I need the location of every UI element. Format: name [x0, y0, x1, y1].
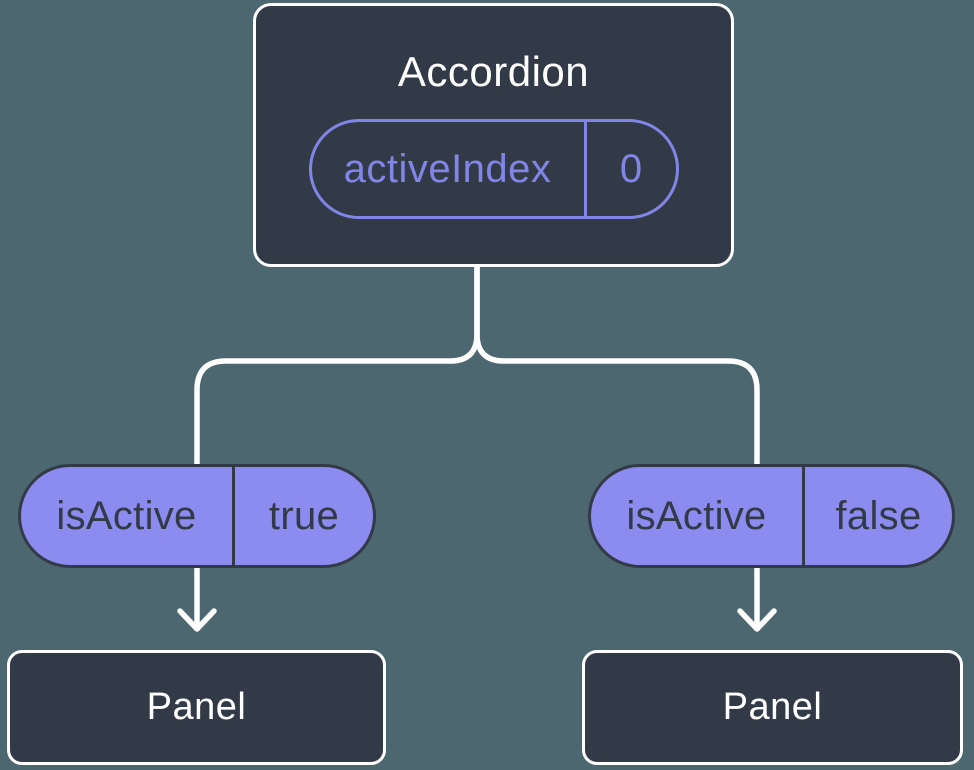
state-pill-label: activeIndex [343, 146, 552, 191]
right-arrowhead-icon [737, 608, 777, 632]
panel-right-title: Panel [722, 686, 823, 728]
connector-root-to-right [474, 263, 760, 466]
prop-pill-left-divider [232, 467, 235, 565]
panel-node-right: Panel [582, 650, 963, 765]
connector-root-to-left [194, 263, 480, 466]
prop-pill-left: isActive true [18, 464, 376, 568]
accordion-node: Accordion activeIndex 0 [253, 3, 734, 267]
accordion-title: Accordion [397, 48, 590, 95]
prop-pill-left-value: true [268, 493, 340, 538]
state-pill: activeIndex 0 [308, 119, 679, 219]
state-pill-value: 0 [619, 146, 643, 191]
panel-left-title: Panel [146, 686, 247, 728]
prop-pill-right-label: isActive [626, 493, 767, 538]
prop-pill-right: isActive false [588, 464, 955, 568]
prop-pill-right-divider [802, 467, 805, 565]
left-arrowhead-icon [177, 608, 217, 632]
state-pill-divider [583, 122, 587, 216]
prop-pill-left-label: isActive [56, 493, 197, 538]
prop-pill-right-value: false [835, 493, 922, 538]
panel-node-left: Panel [7, 650, 386, 765]
